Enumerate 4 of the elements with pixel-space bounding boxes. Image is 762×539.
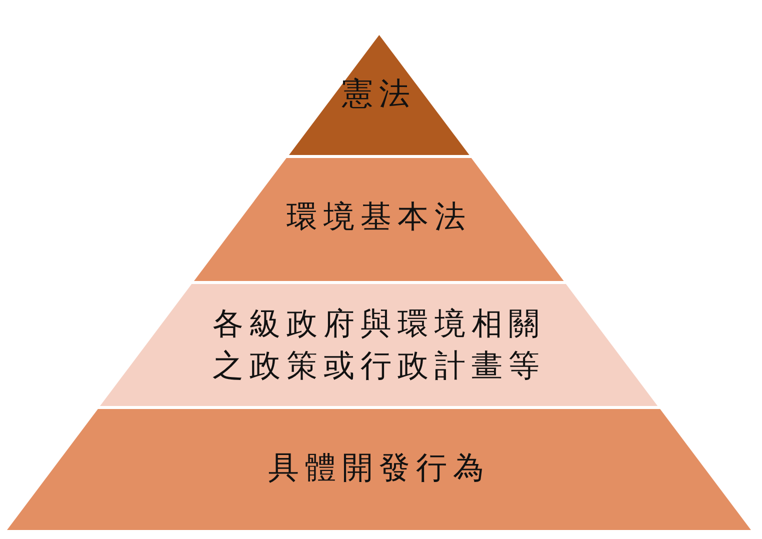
tier-label: 憲法 [342, 75, 416, 114]
tier-label: 環境基本法 [286, 198, 472, 238]
tier-label: 各級政府與環境相關之政策或行政計畫等 [211, 305, 546, 386]
tier-label: 具體開發行為 [268, 449, 490, 488]
